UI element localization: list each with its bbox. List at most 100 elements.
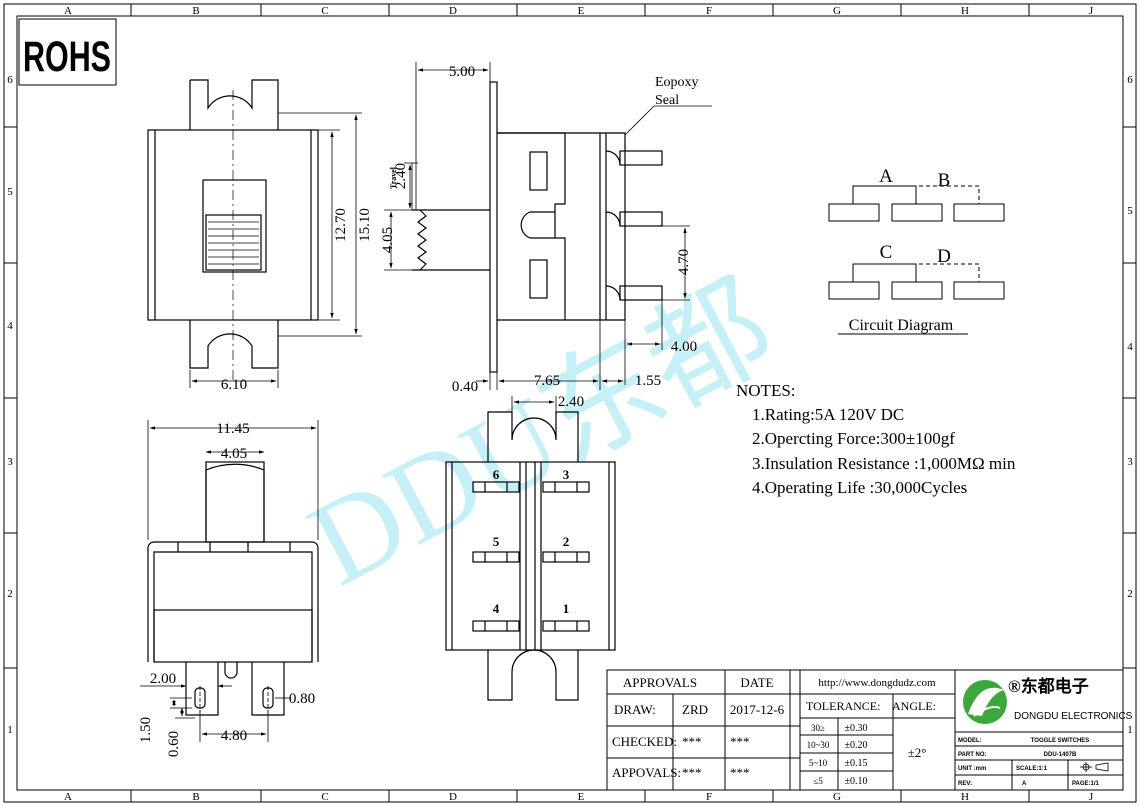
col-label: C [321,791,328,803]
col-label: F [706,791,712,803]
tb-angle: ANGLE: [892,699,936,713]
col-label: G [833,5,841,17]
tb-scale-label: SCALE:1:1 [1016,766,1048,772]
tb-tol-value: ±0.10 [845,776,868,787]
col-label: H [961,5,969,17]
circuit-diagram [828,185,1005,335]
tb-angle-value: ±2° [908,745,927,760]
side-view-dims [384,62,712,390]
tb-rev-value: A [1022,781,1027,787]
col-label: J [1089,5,1094,17]
tb-page-label: PAGE:1/1 [1072,781,1100,787]
dim-0-80: 0.80 [289,691,315,707]
tb-model-label: MODEL: [958,738,982,744]
pin-label: 1 [563,601,570,616]
circuit-label-a: A [879,166,893,187]
row-label: 2 [7,588,13,600]
dim-2-40-travel: 2.40 [393,163,409,189]
tb-part-value: DDU-1407B [1044,752,1077,758]
note-item: 2.Opercting Force:300±100gf [752,429,955,448]
row-label: 4 [7,320,13,332]
tb-draw-name: ZRD [682,702,708,717]
pin-label: 5 [493,534,500,549]
tb-model-value: TOGGLE SWITCHES [1031,738,1090,744]
col-label: E [578,5,585,17]
tb-approvals: APPROVALS [623,675,697,690]
dim-0-60: 0.60 [166,731,182,757]
circuit-title: Circuit Diagram [849,317,954,334]
border-frame [3,3,1137,803]
row-label: 1 [7,724,13,736]
col-label: D [449,791,457,803]
projection-symbol-icon [1080,762,1109,772]
dim-4-70: 4.70 [676,249,692,275]
dim-0-40: 0.40 [452,379,478,395]
row-label: 6 [7,74,13,86]
tb-tol-range: 30≥ [811,723,825,733]
side-view [411,81,663,373]
row-label: 1 [1127,724,1133,736]
row-label: 4 [1127,341,1133,353]
row-label: 5 [1127,205,1133,217]
tb-checked-date: *** [730,734,750,749]
company-logo [963,680,1007,724]
col-label: B [192,791,199,803]
dim-11-45: 11.45 [216,421,249,437]
dim-7-65: 7.65 [534,373,560,389]
tb-tol-range: ≤5 [813,776,823,786]
border-col-labels: A B C D E F G H J A B C D E F G H J [64,5,1094,803]
company-name-cn: ®东都电子 [1008,676,1089,696]
col-label: D [449,5,457,17]
dim-12-70: 12.70 [333,208,349,242]
tb-date: DATE [740,675,773,690]
row-label: 5 [7,186,13,198]
pin-label: 3 [563,467,570,482]
tb-tol-range: 5~10 [809,758,828,768]
row-label: 6 [1127,74,1133,86]
terminal-view-dims [511,396,557,412]
rohs-label: ROHS [23,33,111,81]
col-label: B [192,5,199,17]
dim-4-05-actuator: 4.05 [221,446,247,462]
col-label: A [64,5,72,17]
tb-appovals-name: *** [682,765,702,780]
circuit-label-c: C [880,242,893,263]
dim-4-00: 4.00 [671,339,697,355]
title-block [606,669,1124,791]
tb-rev-label: REV: [958,781,972,787]
terminal-view [445,411,616,701]
col-label: G [833,791,841,803]
rohs-box [18,18,117,86]
pin-label: 2 [563,534,570,549]
front-view-dims [189,112,362,388]
circuit-label-b: B [938,170,951,191]
note-item: 4.Operating Life :30,000Cycles [752,478,967,497]
dim-4-05-side: 4.05 [380,227,396,253]
bottom-left-dims [140,420,319,742]
col-label: F [706,5,712,17]
pin-label: 6 [493,467,500,482]
tb-appovals-date: *** [730,765,750,780]
tb-tol-value: ±0.20 [845,740,868,751]
tb-tol-value: ±0.15 [845,758,868,769]
tb-draw: DRAW: [614,702,656,717]
company-name-en: DONGDU ELECTRONICS [1014,711,1133,722]
front-view [147,79,319,380]
dim-4-80: 4.80 [221,728,247,744]
tb-checked-name: *** [682,734,702,749]
col-label: E [578,791,585,803]
dim-6-10: 6.10 [221,377,247,393]
tb-checked: CHECKED: [612,734,677,749]
callout-seal: Seal [655,93,679,108]
row-label: 2 [1127,588,1133,600]
col-label: C [321,5,328,17]
tb-appovals: APPOVALS: [612,765,681,780]
dim-1-55: 1.55 [635,373,661,389]
col-label: A [64,791,72,803]
col-label: H [961,791,969,803]
tb-url: http://www.dongdudz.com [818,677,936,689]
circuit-label-d: D [937,246,951,267]
tb-tol-range: 10~30 [807,740,830,750]
dim-2-00: 2.00 [150,671,176,687]
dim-2-40-terminal: 2.40 [558,394,584,410]
